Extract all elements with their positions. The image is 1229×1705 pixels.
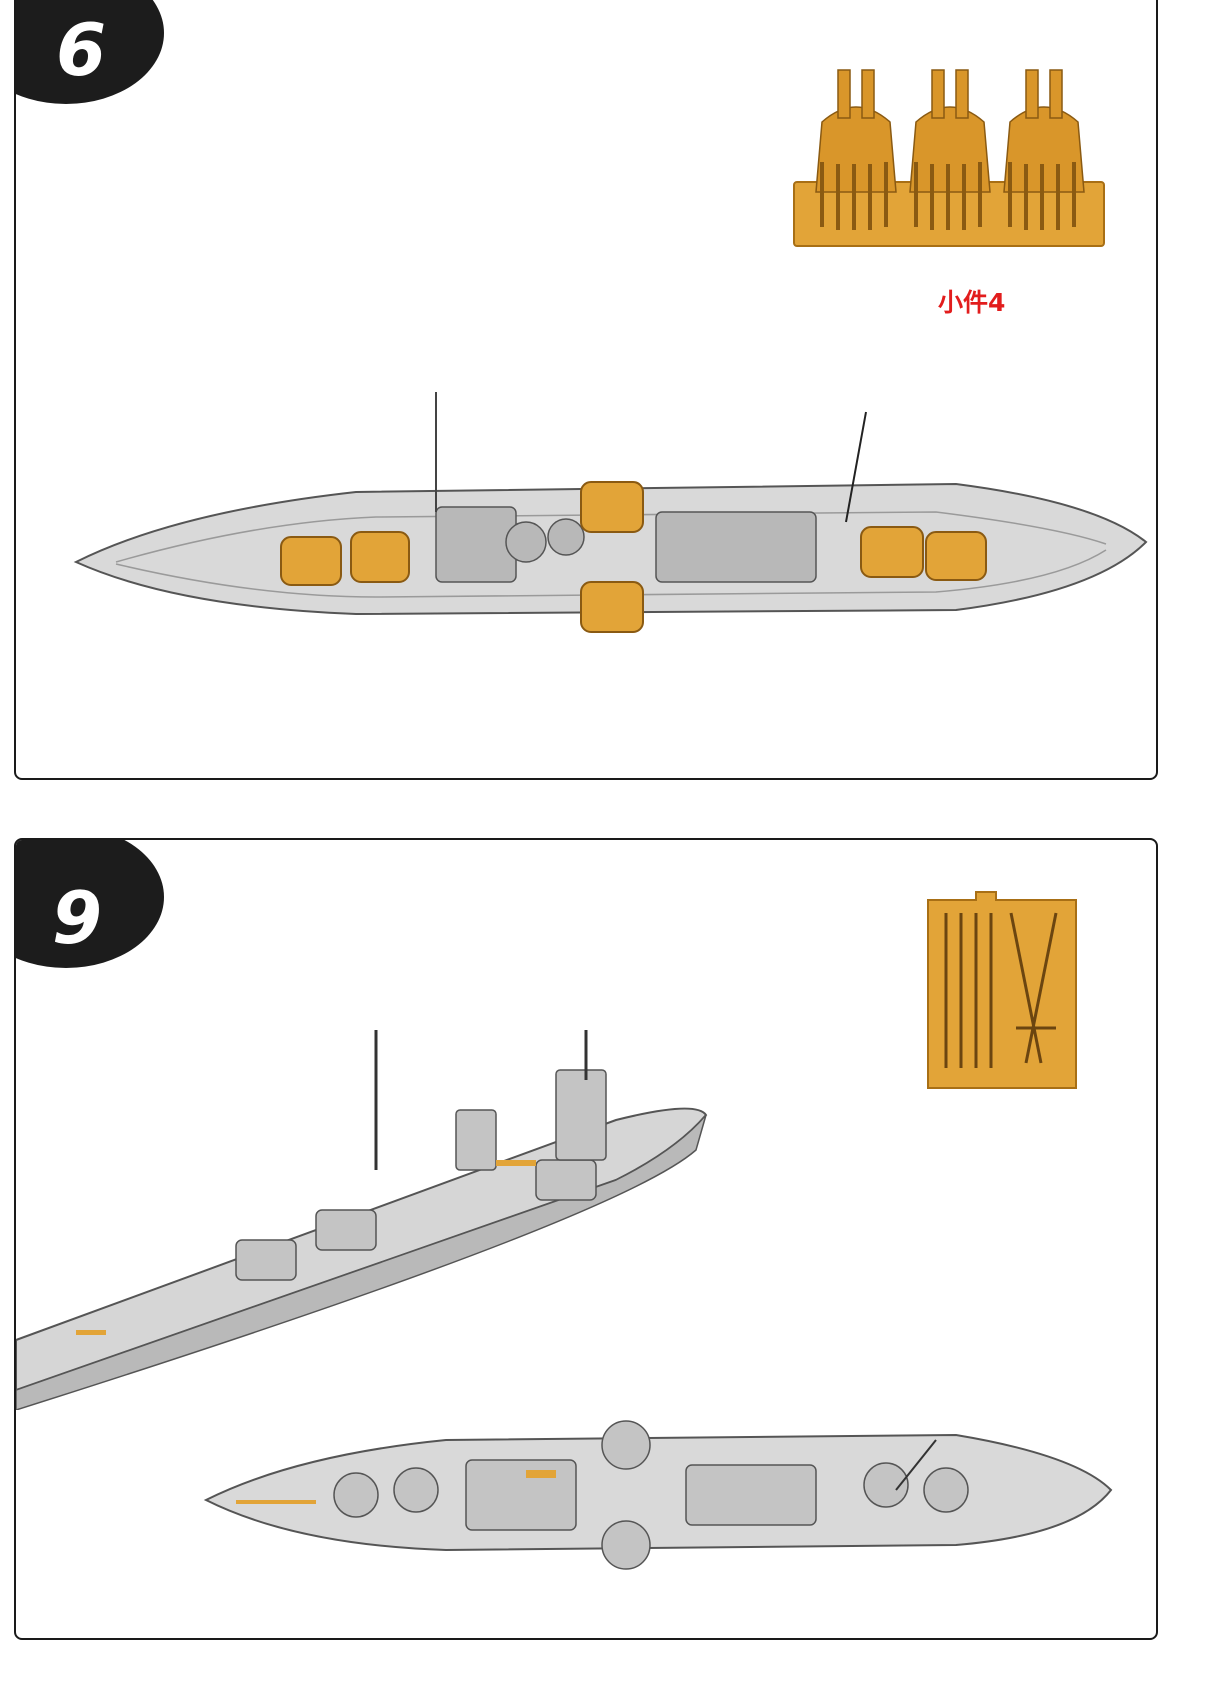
step-6-panel: 6 小件4: [14, 0, 1158, 780]
step-number: 9: [52, 876, 103, 960]
ship-top-view: [73, 392, 1148, 633]
turret-sprue-icon: [793, 69, 1105, 247]
ship-top-view-assembled: [203, 1420, 1113, 1570]
part-label: 小件4: [938, 288, 1006, 317]
step-9-panel: 9: [14, 838, 1158, 1640]
ship-perspective-view: [16, 1030, 708, 1410]
step-number: 6: [56, 8, 107, 92]
small-parts-sprue-icon: [927, 891, 1077, 1089]
